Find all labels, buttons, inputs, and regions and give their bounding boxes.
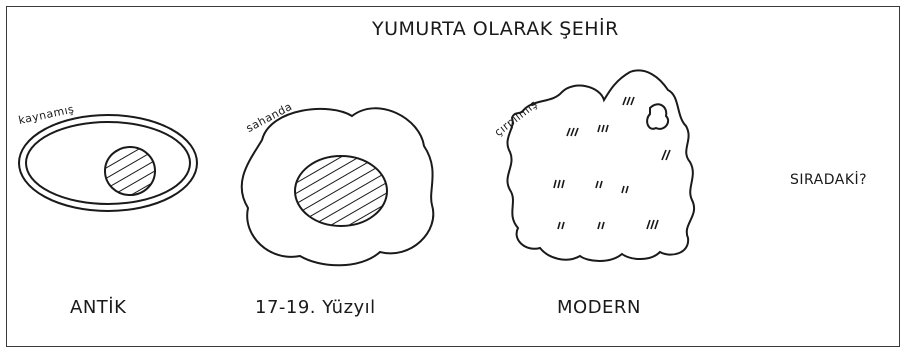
stage-label-yuzyil: 17-19. Yüzyıl bbox=[255, 297, 376, 318]
diagram-title: YUMURTA OLARAK ŞEHİR bbox=[372, 18, 619, 40]
yolk-boiled bbox=[104, 146, 156, 196]
stage-label-antik: ANTİK bbox=[70, 297, 127, 318]
fried-egg bbox=[240, 107, 435, 267]
scrambled-egg bbox=[506, 69, 695, 262]
scramble-marks bbox=[553, 96, 671, 230]
diagram-frame bbox=[6, 6, 900, 347]
next-stage-label: SIRADAKİ? bbox=[790, 172, 868, 188]
boiled-egg bbox=[18, 114, 198, 212]
stage-label-modern: MODERN bbox=[557, 297, 641, 318]
yolk-fried bbox=[294, 155, 388, 227]
